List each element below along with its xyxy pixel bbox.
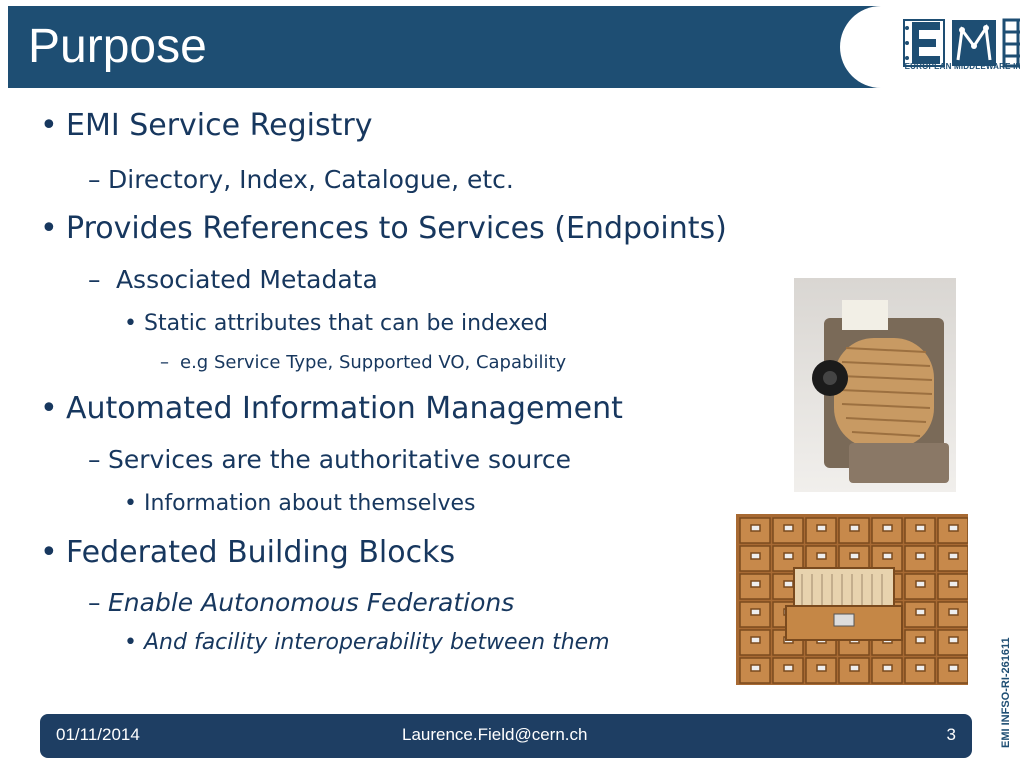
drawer-label bbox=[783, 524, 794, 532]
drawer-label bbox=[849, 552, 860, 560]
bullet-level3: •Information about themselves bbox=[124, 491, 476, 516]
item-text: e.g Service Type, Supported VO, Capabili… bbox=[180, 352, 567, 373]
drawer-label bbox=[816, 524, 827, 532]
bullet-level1: •EMI Service Registry bbox=[40, 108, 373, 143]
bullet-level2: – Associated Metadata bbox=[88, 265, 378, 294]
bullet-level4: –e.g Service Type, Supported VO, Capabil… bbox=[160, 352, 567, 373]
drawer-label bbox=[783, 552, 794, 560]
drawer-label bbox=[783, 664, 794, 672]
bullet-level2: –Services are the authoritative source bbox=[88, 445, 572, 474]
project-code: EMI INFSO-RI-261611 bbox=[1000, 637, 1012, 748]
card-catalogue-photo bbox=[736, 514, 968, 685]
drawer-label bbox=[915, 580, 926, 588]
bullet-level2: –Directory, Index, Catalogue, etc. bbox=[88, 165, 514, 194]
drawer-label bbox=[915, 524, 926, 532]
emi-logo-icon bbox=[903, 18, 1020, 68]
item-text: Services are the authoritative source bbox=[108, 445, 572, 474]
logo-panel: EUROPEAN MIDDLEWARE INITIATIVE bbox=[840, 6, 1020, 88]
drawer-label bbox=[948, 580, 959, 588]
drawer-label bbox=[915, 664, 926, 672]
drawer-label bbox=[849, 664, 860, 672]
drawer-label bbox=[948, 636, 959, 644]
footer-date: 01/11/2014 bbox=[56, 725, 140, 744]
drawer-label bbox=[750, 580, 761, 588]
drawer bbox=[739, 629, 771, 656]
item-text: Provides References to Services (Endpoin… bbox=[66, 211, 727, 246]
item-text: Static attributes that can be indexed bbox=[144, 311, 549, 336]
drawer-label bbox=[849, 524, 860, 532]
item-text: EMI Service Registry bbox=[66, 108, 373, 143]
drawer-label bbox=[783, 580, 794, 588]
drawer-label bbox=[882, 664, 893, 672]
item-text: Information about themselves bbox=[144, 491, 476, 516]
logo-caption: EUROPEAN MIDDLEWARE INITIATIVE bbox=[904, 62, 1020, 71]
slide-header: Purpose EUROPEAN MIDDLEWARE I bbox=[8, 6, 1020, 88]
footer-email: Laurence.Field@cern.ch bbox=[402, 725, 588, 744]
drawer bbox=[739, 573, 771, 600]
drawer-label bbox=[948, 664, 959, 672]
drawer-label bbox=[948, 552, 959, 560]
bullet-level1: •Automated Information Management bbox=[40, 391, 623, 426]
bullet-level3: •And facility interoperability between t… bbox=[124, 630, 610, 655]
drawer-label bbox=[750, 636, 761, 644]
drawer-label bbox=[750, 608, 761, 616]
item-text: Associated Metadata bbox=[115, 265, 378, 294]
bullet-level2: –Enable Autonomous Federations bbox=[88, 588, 515, 617]
page-number: 3 bbox=[946, 725, 956, 744]
slide-title: Purpose bbox=[28, 20, 207, 73]
drawer-label bbox=[750, 524, 761, 532]
item-text: Automated Information Management bbox=[66, 391, 623, 426]
drawer-label bbox=[750, 552, 761, 560]
drawer-label bbox=[882, 552, 893, 560]
rolodex-photo bbox=[794, 278, 956, 492]
drawer-label bbox=[816, 664, 827, 672]
drawer-label bbox=[750, 664, 761, 672]
drawer-label bbox=[882, 524, 893, 532]
bullet-level3: •Static attributes that can be indexed bbox=[124, 311, 549, 336]
drawer-label bbox=[948, 608, 959, 616]
drawer-label bbox=[816, 552, 827, 560]
slide-footer: 01/11/2014 Laurence.Field@cern.ch 3 bbox=[40, 714, 972, 758]
drawer-label bbox=[915, 608, 926, 616]
drawer bbox=[871, 517, 903, 544]
item-text: Directory, Index, Catalogue, etc. bbox=[108, 165, 514, 194]
drawer-label bbox=[948, 524, 959, 532]
item-text: Federated Building Blocks bbox=[66, 535, 456, 570]
drawer-label bbox=[915, 552, 926, 560]
bullet-level1: •Provides References to Services (Endpoi… bbox=[40, 211, 727, 246]
item-text: Enable Autonomous Federations bbox=[108, 588, 515, 617]
drawer-label bbox=[915, 636, 926, 644]
bullet-level1: •Federated Building Blocks bbox=[40, 535, 456, 570]
item-text: And facility interoperability between th… bbox=[144, 630, 610, 655]
